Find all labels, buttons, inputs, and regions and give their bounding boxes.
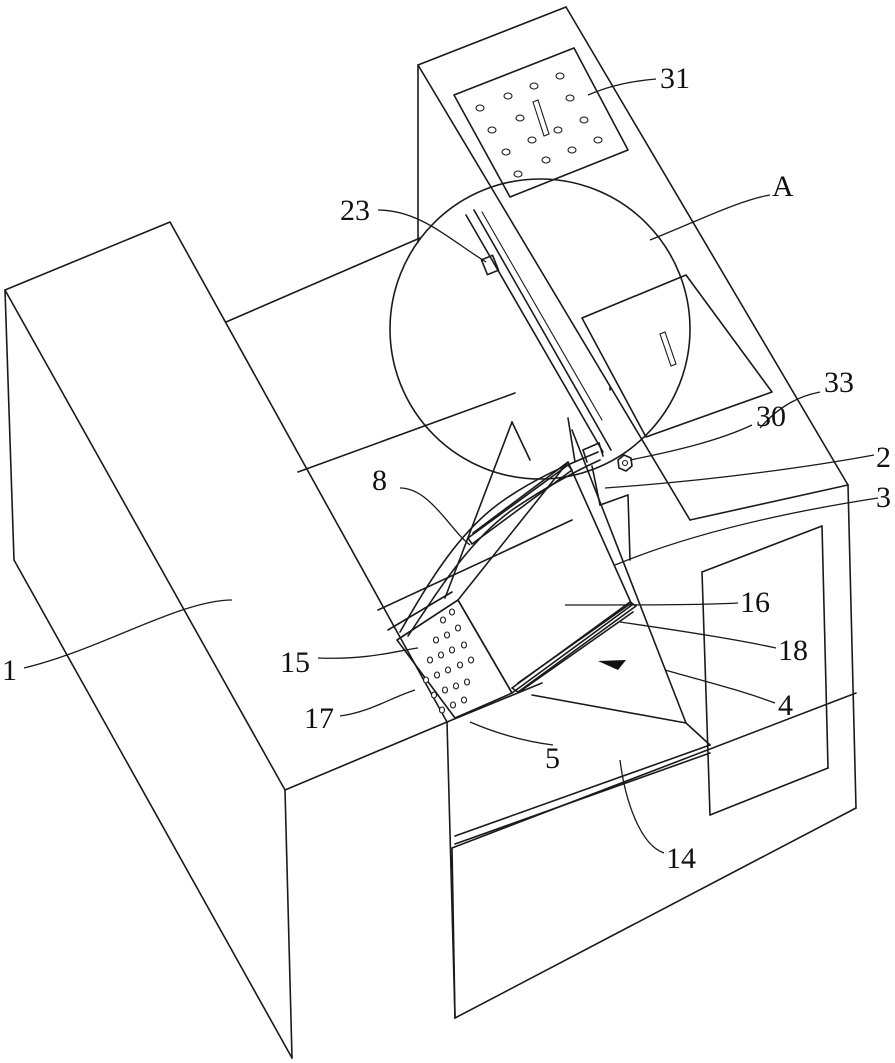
label-2: 2 [876, 441, 891, 474]
back-wall [226, 238, 572, 630]
arrow-head-4 [598, 660, 626, 670]
plate-handle [533, 100, 549, 136]
detail-circle-A [390, 179, 772, 479]
plate-holes [476, 73, 602, 177]
label-3: 3 [876, 481, 891, 514]
top-plate-31 [454, 48, 628, 197]
label-31: 31 [660, 62, 690, 95]
label-8: 8 [372, 464, 387, 497]
label-5: 5 [545, 742, 560, 775]
left-block [5, 222, 455, 1058]
reference-labels: 1 31 23 A 33 30 2 3 8 16 18 15 4 17 5 14 [2, 62, 891, 875]
label-15: 15 [280, 646, 310, 679]
label-30: 30 [756, 400, 786, 433]
door-handle [660, 332, 676, 366]
label-17: 17 [304, 702, 334, 735]
label-23: 23 [340, 194, 370, 227]
label-18: 18 [778, 634, 808, 667]
nut-30 [618, 455, 632, 471]
leader-lines [24, 79, 878, 853]
right-block [418, 7, 856, 1018]
label-1: 1 [2, 654, 17, 687]
label-16: 16 [740, 586, 770, 619]
label-33: 33 [824, 366, 854, 399]
label-A: A [772, 170, 794, 203]
label-4: 4 [778, 689, 793, 722]
hose-8 [400, 452, 600, 636]
perforated-face-17 [424, 609, 474, 713]
label-14: 14 [666, 842, 696, 875]
